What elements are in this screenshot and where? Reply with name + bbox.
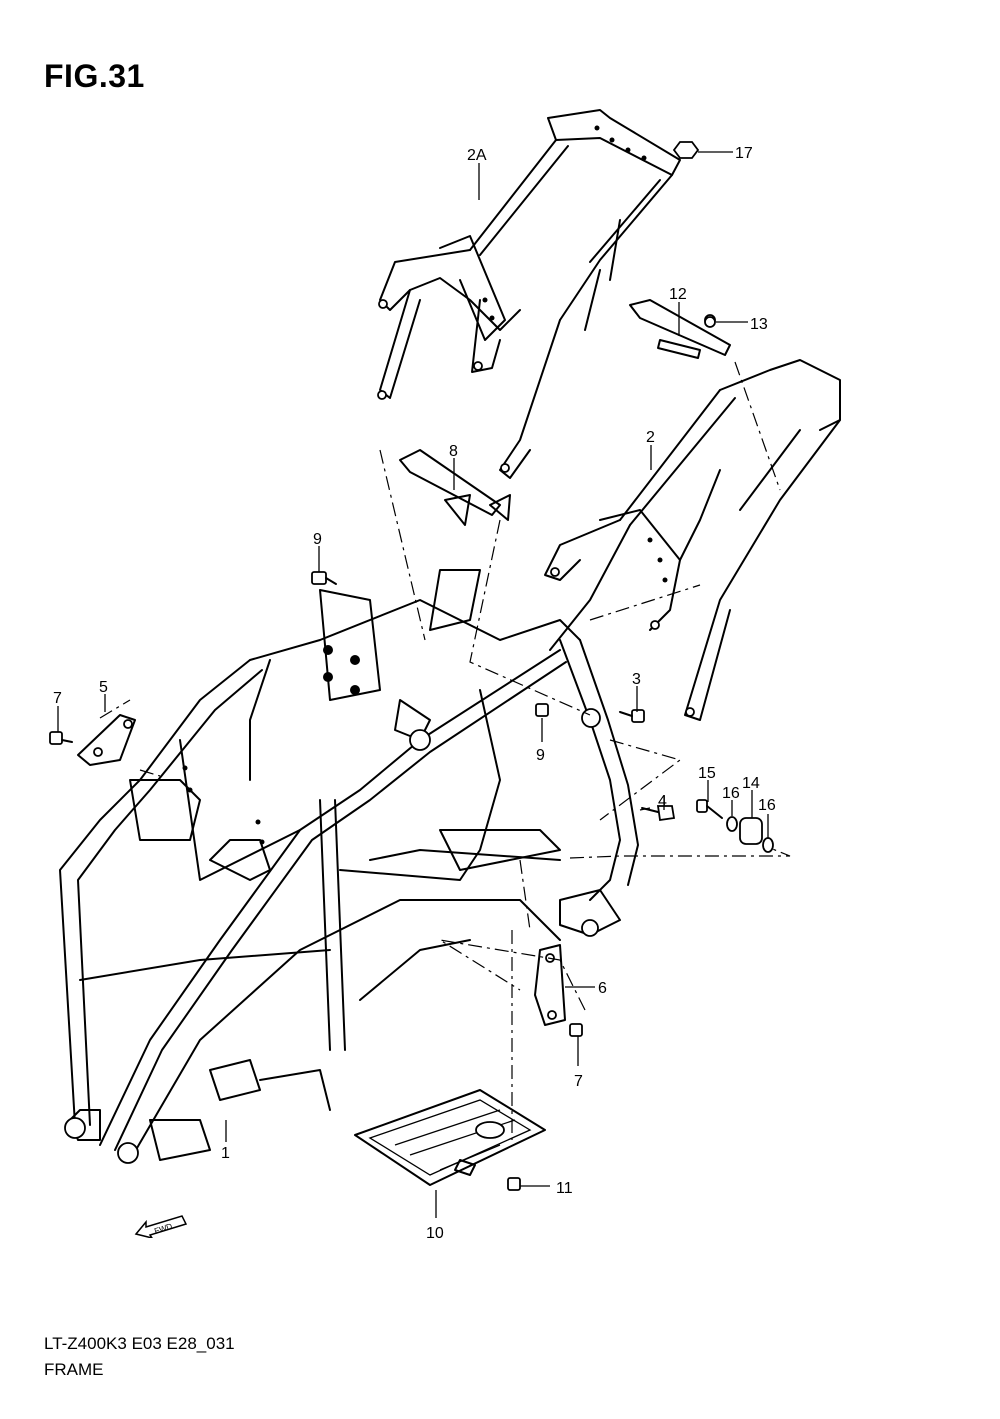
label-16-right: 16 bbox=[758, 797, 776, 814]
label-9-upper: 9 bbox=[313, 531, 322, 548]
label-6: 6 bbox=[598, 980, 607, 997]
label-10: 10 bbox=[426, 1225, 444, 1242]
label-7-left: 7 bbox=[53, 690, 62, 707]
label-1: 1 bbox=[221, 1145, 230, 1162]
diagram-name: FRAME bbox=[44, 1360, 104, 1379]
label-5: 5 bbox=[99, 679, 108, 696]
label-7-right: 7 bbox=[574, 1073, 583, 1090]
hardware-drawings bbox=[49, 141, 774, 1191]
main-frame-1-drawing bbox=[59, 569, 639, 1164]
skid-plate-10-drawing bbox=[354, 1089, 546, 1186]
label-2: 2 bbox=[646, 429, 655, 446]
bracket-5-drawing bbox=[77, 714, 136, 766]
label-2a: 2A bbox=[467, 147, 487, 164]
subframe-2-drawing bbox=[544, 359, 841, 721]
label-17: 17 bbox=[735, 145, 753, 162]
figure-title: FIG.31 bbox=[44, 58, 145, 94]
crosspipe-8-drawing bbox=[399, 449, 511, 526]
assembly-guide-lines bbox=[99, 361, 791, 1140]
bracket-6-drawing bbox=[534, 944, 566, 1026]
label-12: 12 bbox=[669, 286, 687, 303]
label-11: 11 bbox=[556, 1180, 573, 1197]
label-13: 13 bbox=[750, 316, 768, 333]
label-14: 14 bbox=[742, 775, 760, 792]
subframe-2a-drawing bbox=[377, 109, 681, 479]
leader-lines bbox=[57, 151, 769, 1218]
part-callouts: 2A 17 12 13 2 8 9 3 5 7 9 4 15 14 16 16 … bbox=[53, 145, 776, 1242]
label-8: 8 bbox=[449, 443, 458, 460]
label-4: 4 bbox=[658, 793, 667, 810]
label-16-left: 16 bbox=[722, 785, 740, 802]
diagram-code: LT-Z400K3 E03 E28_031 bbox=[44, 1334, 235, 1353]
bracket-12-drawing bbox=[629, 299, 731, 359]
label-3: 3 bbox=[632, 671, 641, 688]
label-9-lower: 9 bbox=[536, 747, 545, 764]
fwd-arrow-icon: FWD bbox=[134, 1215, 188, 1238]
label-15: 15 bbox=[698, 765, 716, 782]
